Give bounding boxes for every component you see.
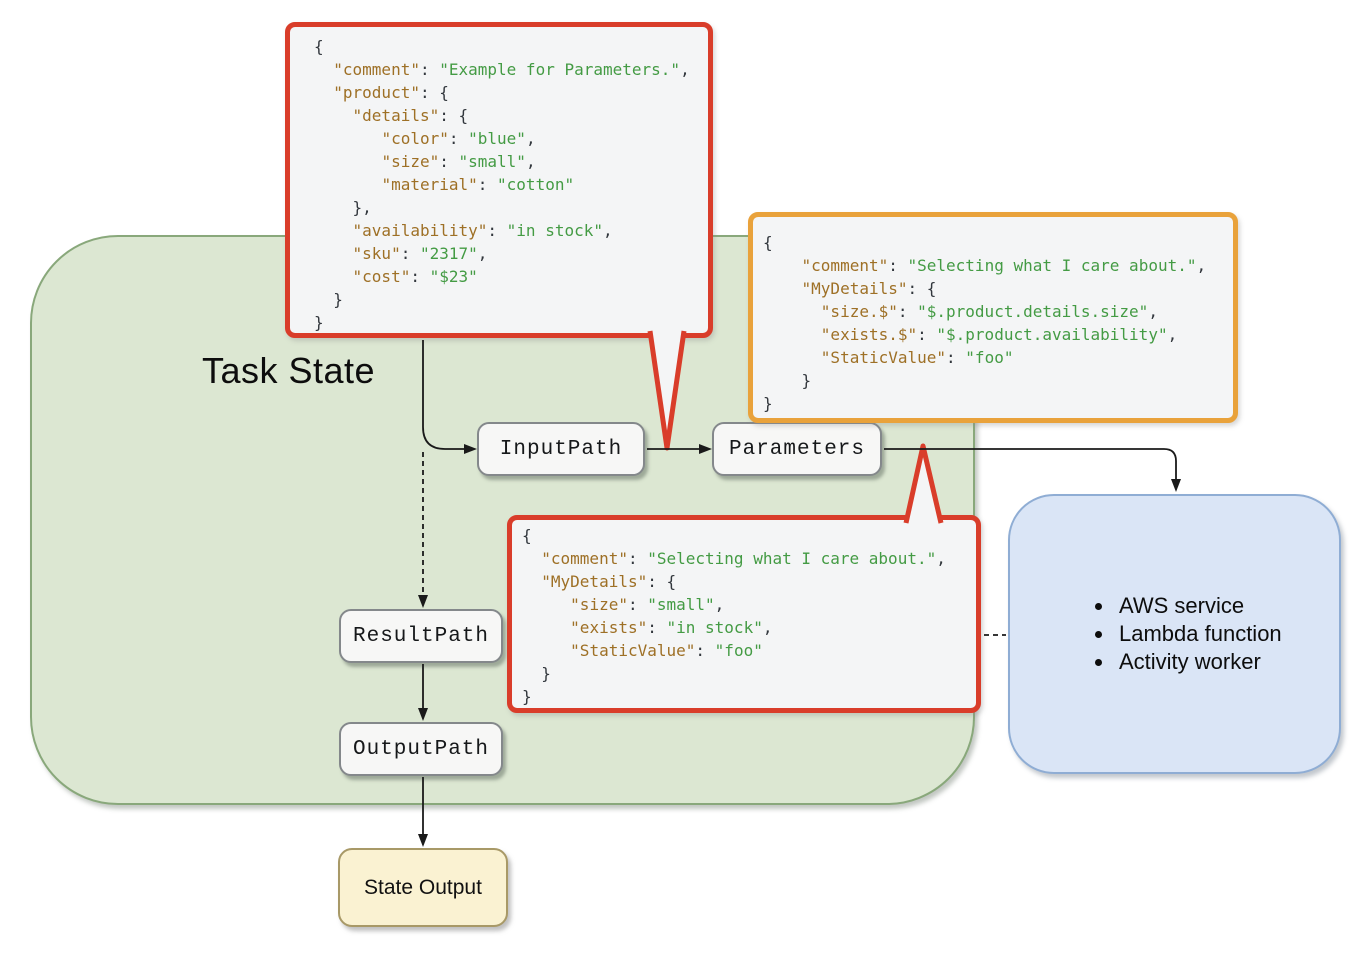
node-resultpath: ResultPath — [339, 609, 503, 663]
code-line: "comment": "Example for Parameters.", — [333, 60, 690, 79]
arrowhead-stateoutput — [418, 834, 428, 847]
service-item: Activity worker — [1115, 648, 1282, 676]
arrowhead-services — [1171, 479, 1181, 492]
code-line: "cost": "$23" — [352, 267, 478, 286]
service-item: Lambda function — [1115, 620, 1282, 648]
code-line: } — [522, 664, 551, 683]
node-resultpath-label: ResultPath — [352, 624, 490, 648]
code-line: "sku": "2317", — [352, 244, 488, 263]
node-parameters: Parameters — [712, 422, 882, 476]
node-state-output-label: State Output — [364, 875, 482, 899]
code-line: "size.$": "$.product.details.size", — [820, 302, 1158, 321]
service-item: AWS service — [1115, 592, 1282, 620]
code-line: "StaticValue": "foo" — [820, 348, 1014, 367]
code-line: { — [763, 233, 773, 252]
code-line: }, — [314, 198, 372, 217]
code-line: "StaticValue": "foo" — [570, 641, 763, 660]
code-line: } — [314, 290, 343, 309]
code-line: "MyDetails": { — [541, 572, 677, 591]
task-state-title: Task State — [202, 350, 376, 391]
callout-parameters-spec-json: { "comment": "Selecting what I care abou… — [748, 212, 1238, 423]
code-line: { — [522, 526, 532, 545]
services-list: AWS serviceLambda functionActivity worke… — [1010, 592, 1282, 676]
code-line: "color": "blue", — [381, 129, 536, 148]
code-line: "exists.$": "$.product.availability", — [820, 325, 1178, 344]
node-inputpath-label: InputPath — [499, 437, 623, 461]
code-line: } — [314, 313, 324, 332]
code-line: "MyDetails": { — [801, 279, 937, 298]
code-line: } — [763, 394, 773, 413]
code-line: } — [763, 371, 812, 390]
code-line: "size": "small", — [570, 595, 725, 614]
code-line: "product": { — [333, 83, 449, 102]
node-outputpath-label: OutputPath — [352, 737, 490, 761]
code-line: "availability": "in stock", — [352, 221, 613, 240]
code-line: "size": "small", — [381, 152, 536, 171]
code-line: "material": "cotton" — [381, 175, 575, 194]
code-line: "comment": "Selecting what I care about.… — [801, 256, 1207, 275]
code-line: "comment": "Selecting what I care about.… — [541, 549, 946, 568]
code-line: { — [314, 37, 324, 56]
code-line: "exists": "in stock", — [570, 618, 773, 637]
code-line: } — [522, 687, 532, 706]
callout-state-input-json: { "comment": "Example for Parameters.", … — [285, 22, 713, 338]
node-inputpath: InputPath — [477, 422, 645, 476]
node-outputpath: OutputPath — [339, 722, 503, 776]
callout-effective-parameters-json: { "comment": "Selecting what I care abou… — [507, 515, 981, 713]
services-box: AWS serviceLambda functionActivity worke… — [1008, 494, 1341, 774]
node-state-output: State Output — [338, 848, 508, 927]
code-line: "details": { — [352, 106, 469, 125]
node-parameters-label: Parameters — [728, 437, 866, 461]
